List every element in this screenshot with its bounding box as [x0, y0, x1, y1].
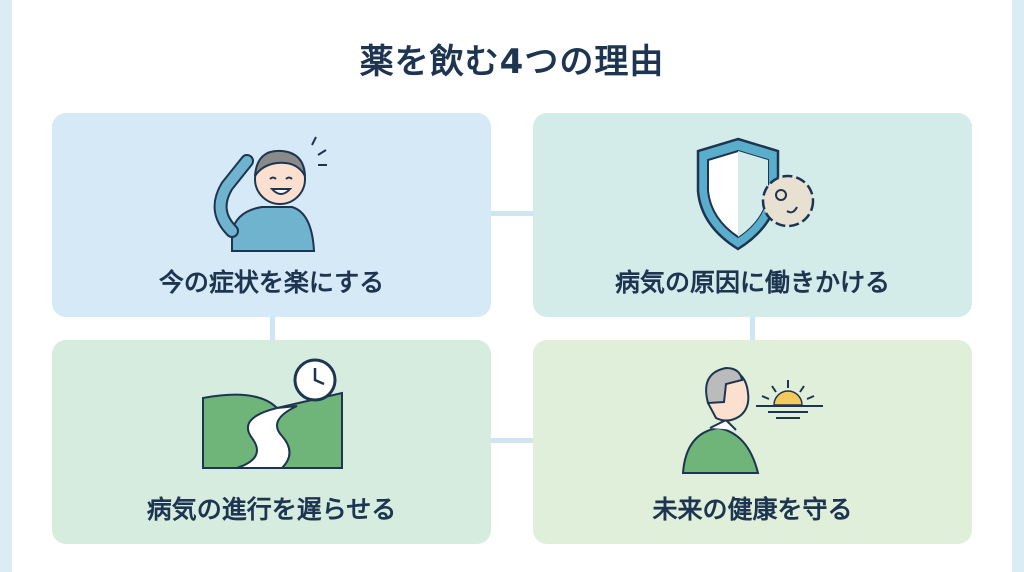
- connector-top: [491, 211, 533, 216]
- road-clock-icon: [201, 358, 343, 469]
- connector-left: [270, 317, 275, 340]
- reason-card-relieve-symptoms: 今の症状を楽にする: [52, 113, 491, 317]
- relieved-person-icon: [213, 136, 327, 252]
- card-label: 今の症状を楽にする: [158, 268, 385, 297]
- connector-bottom: [491, 438, 533, 443]
- card-label: 病気の原因に働きかける: [614, 268, 890, 297]
- reason-card-protect-future: 未来の健康を守る: [533, 340, 972, 544]
- reason-card-treat-cause: 病気の原因に働きかける: [533, 113, 972, 317]
- connector-right: [750, 317, 755, 340]
- card-label: 未来の健康を守る: [652, 495, 853, 524]
- shield-germ-icon: [696, 137, 814, 251]
- page-title: 薬を飲む4つの理由: [359, 42, 665, 82]
- elder-sunrise-icon: [681, 366, 823, 474]
- card-label: 病気の進行を遅らせる: [146, 495, 397, 524]
- reason-card-slow-progression: 病気の進行を遅らせる: [52, 340, 491, 544]
